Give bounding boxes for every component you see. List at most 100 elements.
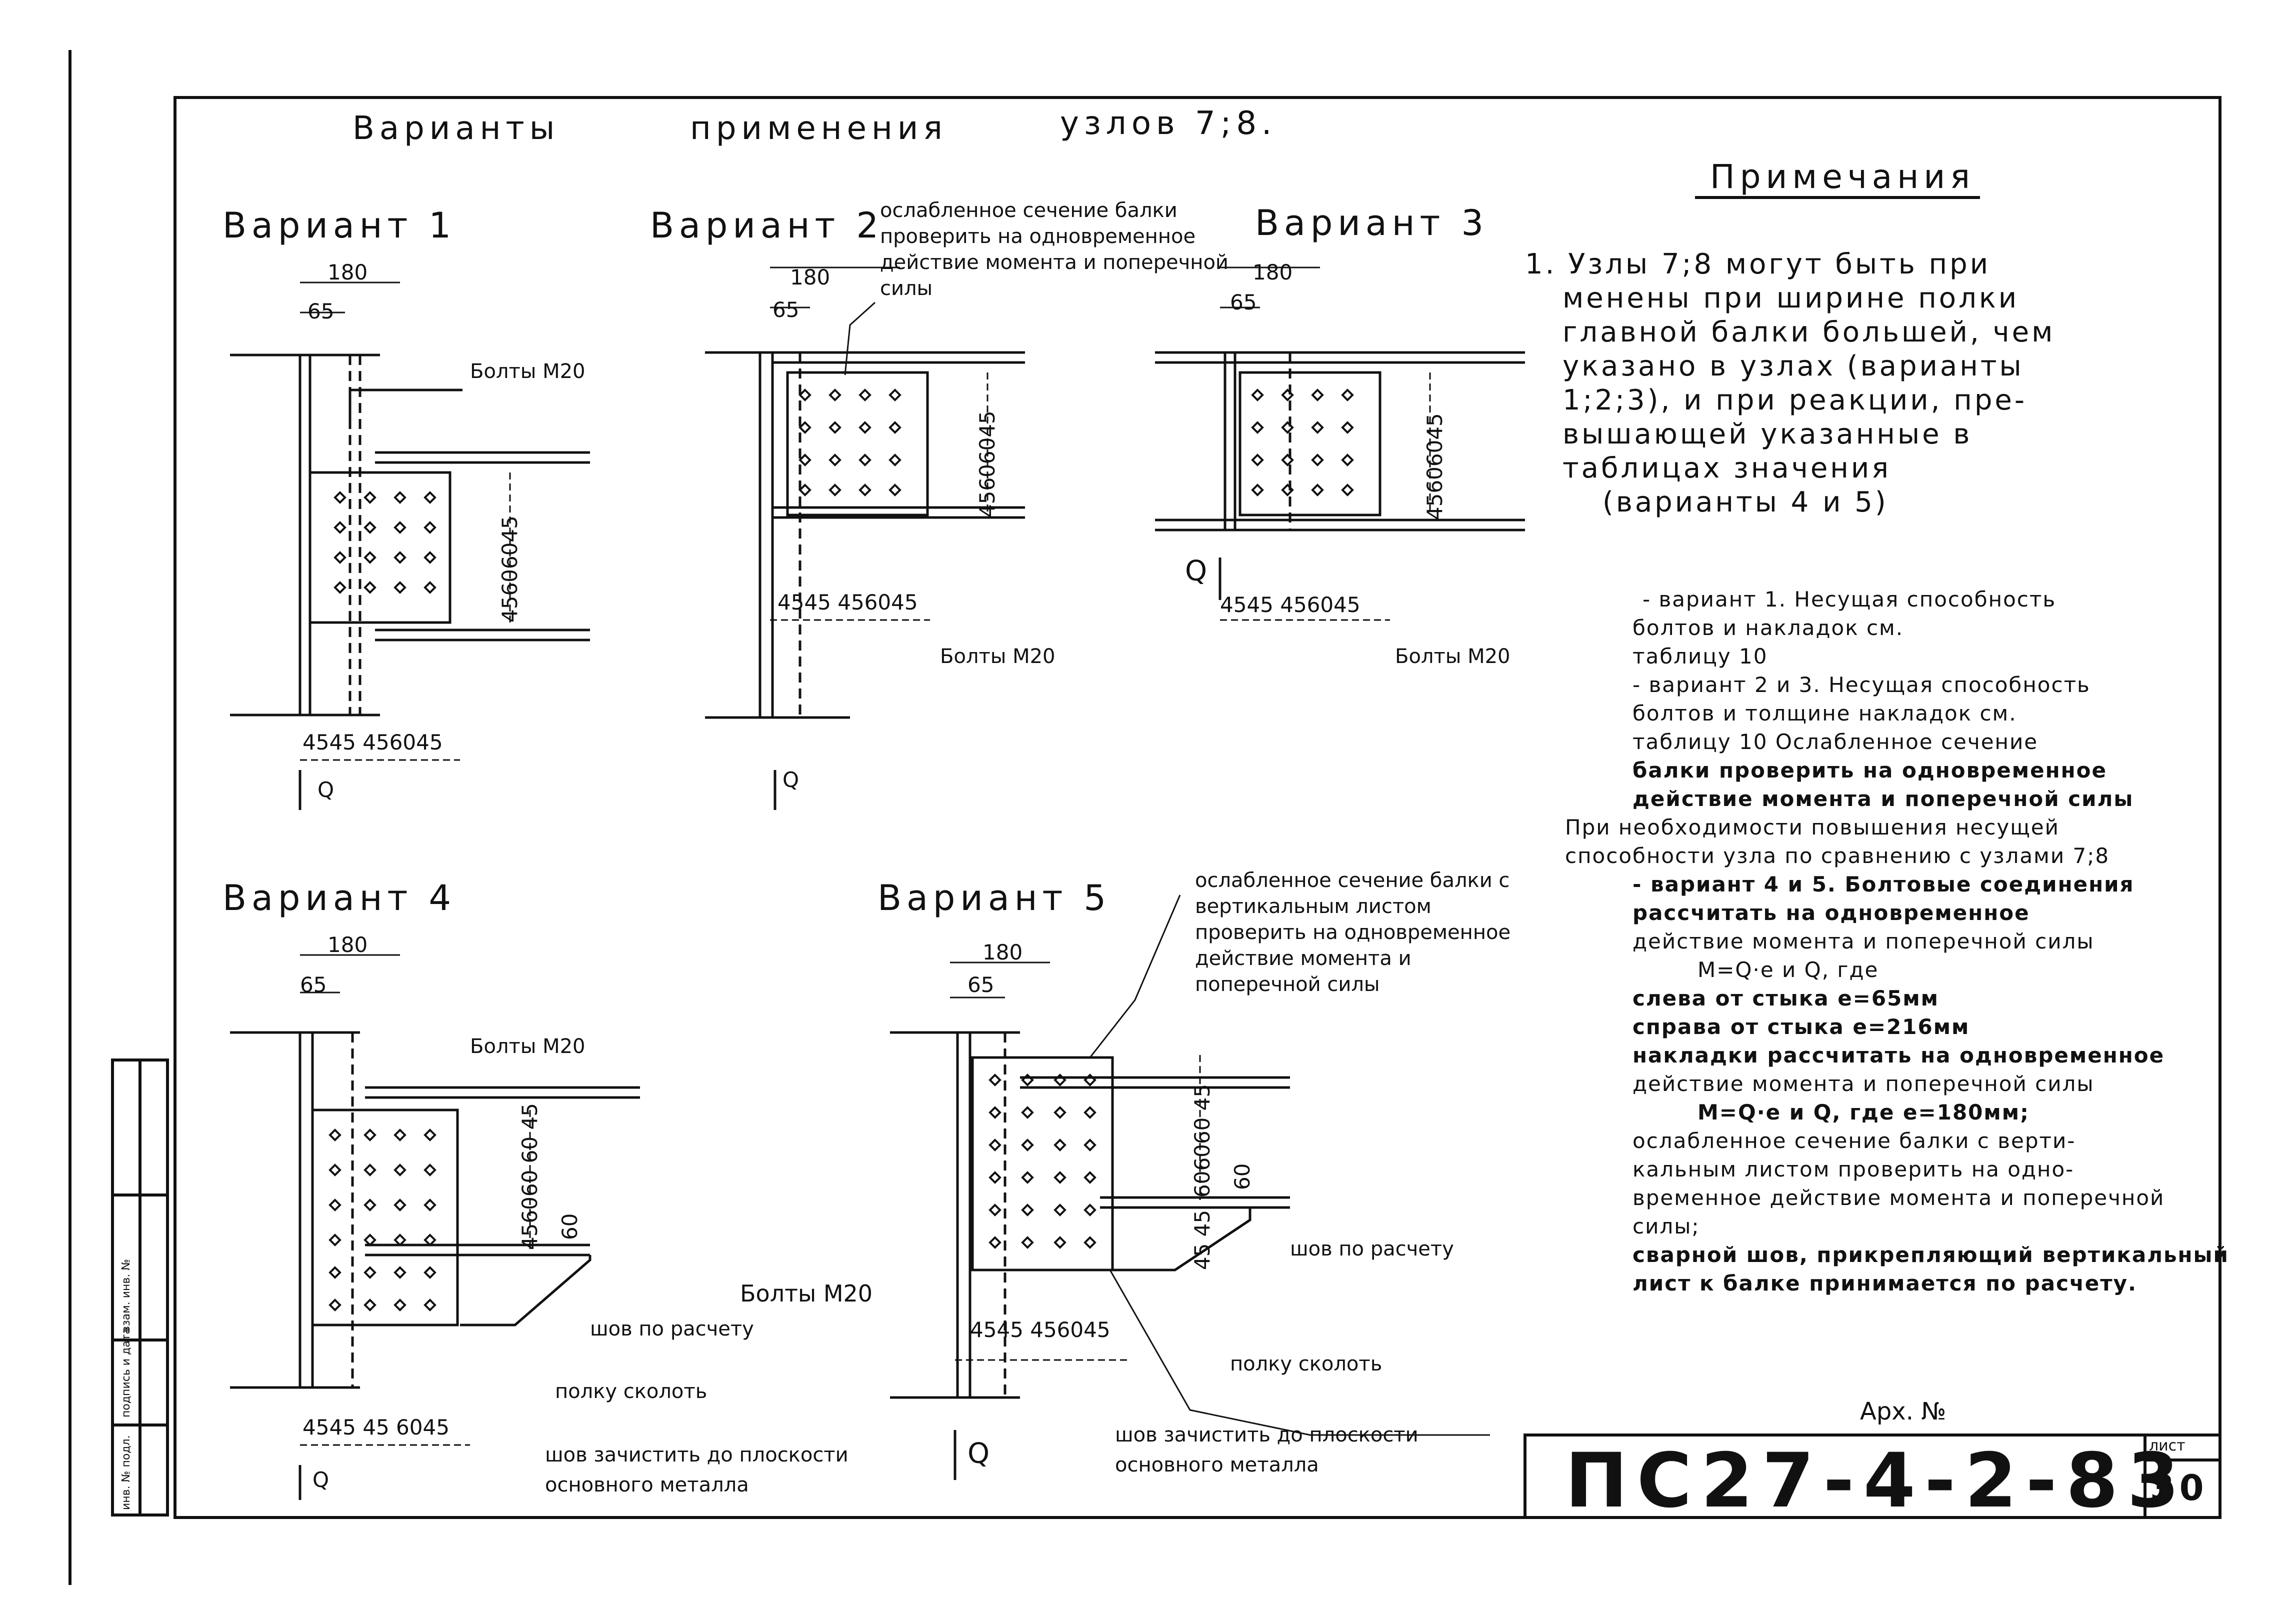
note-sub-line: таблицу 10 — [1632, 644, 1768, 668]
variant-5-drawing — [890, 894, 1490, 1480]
variant-3-drawing — [1155, 266, 1525, 621]
v4-dim-180: 180 — [328, 932, 368, 957]
note-sub-line: - вариант 1. Несущая способность — [1642, 587, 2056, 612]
title-part-1: Варианты — [352, 110, 560, 147]
v3-force-q: Q — [1185, 555, 1212, 588]
v5-dim-65: 65 — [968, 972, 994, 997]
v5-dim-vertical: 606060 45 — [1190, 1084, 1214, 1198]
v3-dim-180: 180 — [1252, 260, 1293, 284]
note-line: вышающей указанные в — [1562, 418, 1972, 450]
v1-dim-65: 65 — [308, 299, 334, 324]
v5-dim-bottom: 4545 456045 — [970, 1318, 1110, 1342]
note-sub-line: способности узла по сравнению с узлами 7… — [1565, 844, 2110, 868]
notes-sub: - вариант 1. Несущая способность болтов … — [1565, 585, 2229, 1298]
note-sub-line: рассчитать на одновременное — [1632, 900, 2030, 925]
v3-dim-vertical: 45606045 — [1422, 413, 1447, 520]
v1-dim-bottom: 4545 456045 — [302, 730, 443, 754]
note-sub-line: справа от стыка e=216мм — [1632, 1014, 1970, 1039]
note-line: 1;2;3), и при реакции, пре- — [1562, 384, 2028, 416]
v5-weld-clean-label: шов зачистить до плоскости основного мет… — [1115, 1424, 1418, 1476]
v2-dim-vertical: 45606045 — [975, 410, 1000, 518]
v4-dim-65: 65 — [300, 972, 327, 997]
sheet-label: лист — [2149, 1437, 2186, 1454]
v2-bolts-label: Болты М20 — [940, 645, 1056, 668]
note-sub-line: балки проверить на одновременное — [1632, 758, 2107, 782]
drawing-code: ПС27-4-2-83 — [1565, 1438, 2188, 1524]
variant-5-title: Вариант 5 — [878, 878, 1112, 918]
note-sub-line: M=Q·e и Q, где — [1698, 958, 1879, 982]
drawing-frame — [174, 96, 2222, 1519]
v1-dim-vertical: 45606045 — [498, 516, 522, 622]
side-stamp-col-3: взам. инв. № — [120, 1258, 132, 1332]
note-sub-line: действие момента и поперечной силы — [1632, 1072, 2094, 1096]
v4-weld-clean-label: шов зачистить до плоскости основного мет… — [545, 1444, 848, 1496]
note-sub-line: При необходимости повышения несущей — [1565, 815, 2060, 840]
v5-dim-small: 45 45 — [1190, 1210, 1214, 1270]
v1-force-q: Q — [318, 778, 334, 802]
v2-dim-65: 65 — [772, 298, 800, 322]
v3-bolts-label: Болты М20 — [1395, 645, 1510, 668]
variant-4-title: Вариант 4 — [222, 878, 456, 918]
v3-dim-bottom: 4545 456045 — [1220, 592, 1360, 617]
v5-dim-vertical-extra: 60 — [1230, 1163, 1254, 1190]
v4-bolts-bottom-label: Болты М20 — [740, 1280, 873, 1307]
note-line: (варианты 4 и 5) — [1602, 486, 1888, 518]
v2-force-q: Q — [782, 768, 800, 792]
note-sub-line: действие момента и поперечной силы — [1632, 929, 2094, 954]
note-sub-line: M=Q·e и Q, где e=180мм; — [1698, 1100, 2030, 1124]
v2-callout: ослабленное сечение балки проверить на о… — [880, 199, 1228, 300]
v4-flange-label: полку сколоть — [555, 1380, 708, 1403]
note-line: менены при ширине полки — [1562, 282, 2020, 314]
note-line: 1. Узлы 7;8 могут быть при — [1525, 248, 1991, 280]
side-stamp-col-1: инв. № подл. — [120, 1435, 132, 1510]
note-sub-line: ослабленное сечение балки с верти- — [1632, 1128, 2076, 1153]
v5-dim-180: 180 — [982, 940, 1023, 964]
note-sub-line: - вариант 2 и 3. Несущая способность — [1632, 672, 2090, 697]
v5-flange-label: полку сколоть — [1230, 1352, 1382, 1376]
note-sub-line: болтов и накладок см. — [1632, 616, 1904, 640]
note-sub-line: кальным листом проверить на одно- — [1632, 1157, 2074, 1182]
variant-3-title: Вариант 3 — [1255, 202, 1489, 244]
note-sub-line: болтов и толщине накладок см. — [1632, 701, 2017, 726]
note-sub-line: действие момента и поперечной силы — [1632, 786, 2134, 811]
v4-dim-bottom: 4545 45 6045 — [302, 1415, 450, 1440]
v5-force-q: Q — [968, 1438, 995, 1470]
v4-weld-label: шов по расчету — [590, 1318, 754, 1340]
note-line: таблицах значения — [1562, 452, 1891, 484]
notes-main: 1. Узлы 7;8 могут быть при менены при ши… — [1525, 248, 2055, 520]
v5-callout: ослабленное сечение балки с вертикальным… — [1195, 869, 1511, 996]
note-sub-line: таблицу 10 Ослабленное сечение — [1632, 730, 2038, 754]
v5-weld-label: шов по расчету — [1290, 1238, 1454, 1260]
note-sub-line: сварной шов, прикрепляющий вертикальный — [1632, 1242, 2229, 1267]
side-stamp-col-2: подпись и дата — [120, 1327, 132, 1418]
notes-heading: Примечания — [1710, 158, 1975, 196]
variant-1-drawing — [230, 282, 590, 810]
note-line: указано в узлах (варианты — [1562, 350, 2024, 382]
v2-dim-bottom: 4545 456045 — [778, 590, 918, 614]
v1-bolts-label: Болты М20 — [470, 360, 586, 383]
v4-dim-vertical-extra: 60 — [558, 1213, 582, 1240]
note-sub-line: - вариант 4 и 5. Болтовые соединения — [1632, 872, 2134, 896]
title-part-2: применения — [690, 110, 948, 147]
variant-4-drawing — [230, 954, 640, 1500]
note-sub-line: силы; — [1632, 1214, 1700, 1238]
v4-force-q: Q — [312, 1468, 330, 1492]
title-part-3: узлов 7;8. — [1060, 105, 1277, 142]
variant-2-title: Вариант 2 — [650, 205, 884, 246]
note-sub-line: слева от стыка e=65мм — [1632, 986, 1939, 1010]
note-sub-line: временное действие момента и поперечной — [1632, 1186, 2165, 1210]
sheet-number: 30 — [2150, 1468, 2209, 1508]
v4-dim-vertical: 456060 60 45 — [518, 1103, 542, 1250]
variant-1-title: Вариант 1 — [222, 205, 456, 246]
v3-dim-65: 65 — [1230, 290, 1257, 314]
variant-2-drawing — [705, 266, 1025, 810]
title-block — [1524, 1434, 2222, 1519]
note-sub-line: накладки рассчитать на одновременное — [1632, 1043, 2165, 1068]
v1-dim-180: 180 — [328, 260, 368, 284]
note-sub-line: лист к балке принимается по расчету. — [1632, 1271, 2137, 1296]
v4-bolts-top-label: Болты М20 — [470, 1035, 586, 1058]
note-line: главной балки большей, чем — [1562, 316, 2056, 348]
v2-dim-180: 180 — [790, 265, 830, 290]
archive-number-label: Арх. № — [1860, 1398, 1946, 1426]
